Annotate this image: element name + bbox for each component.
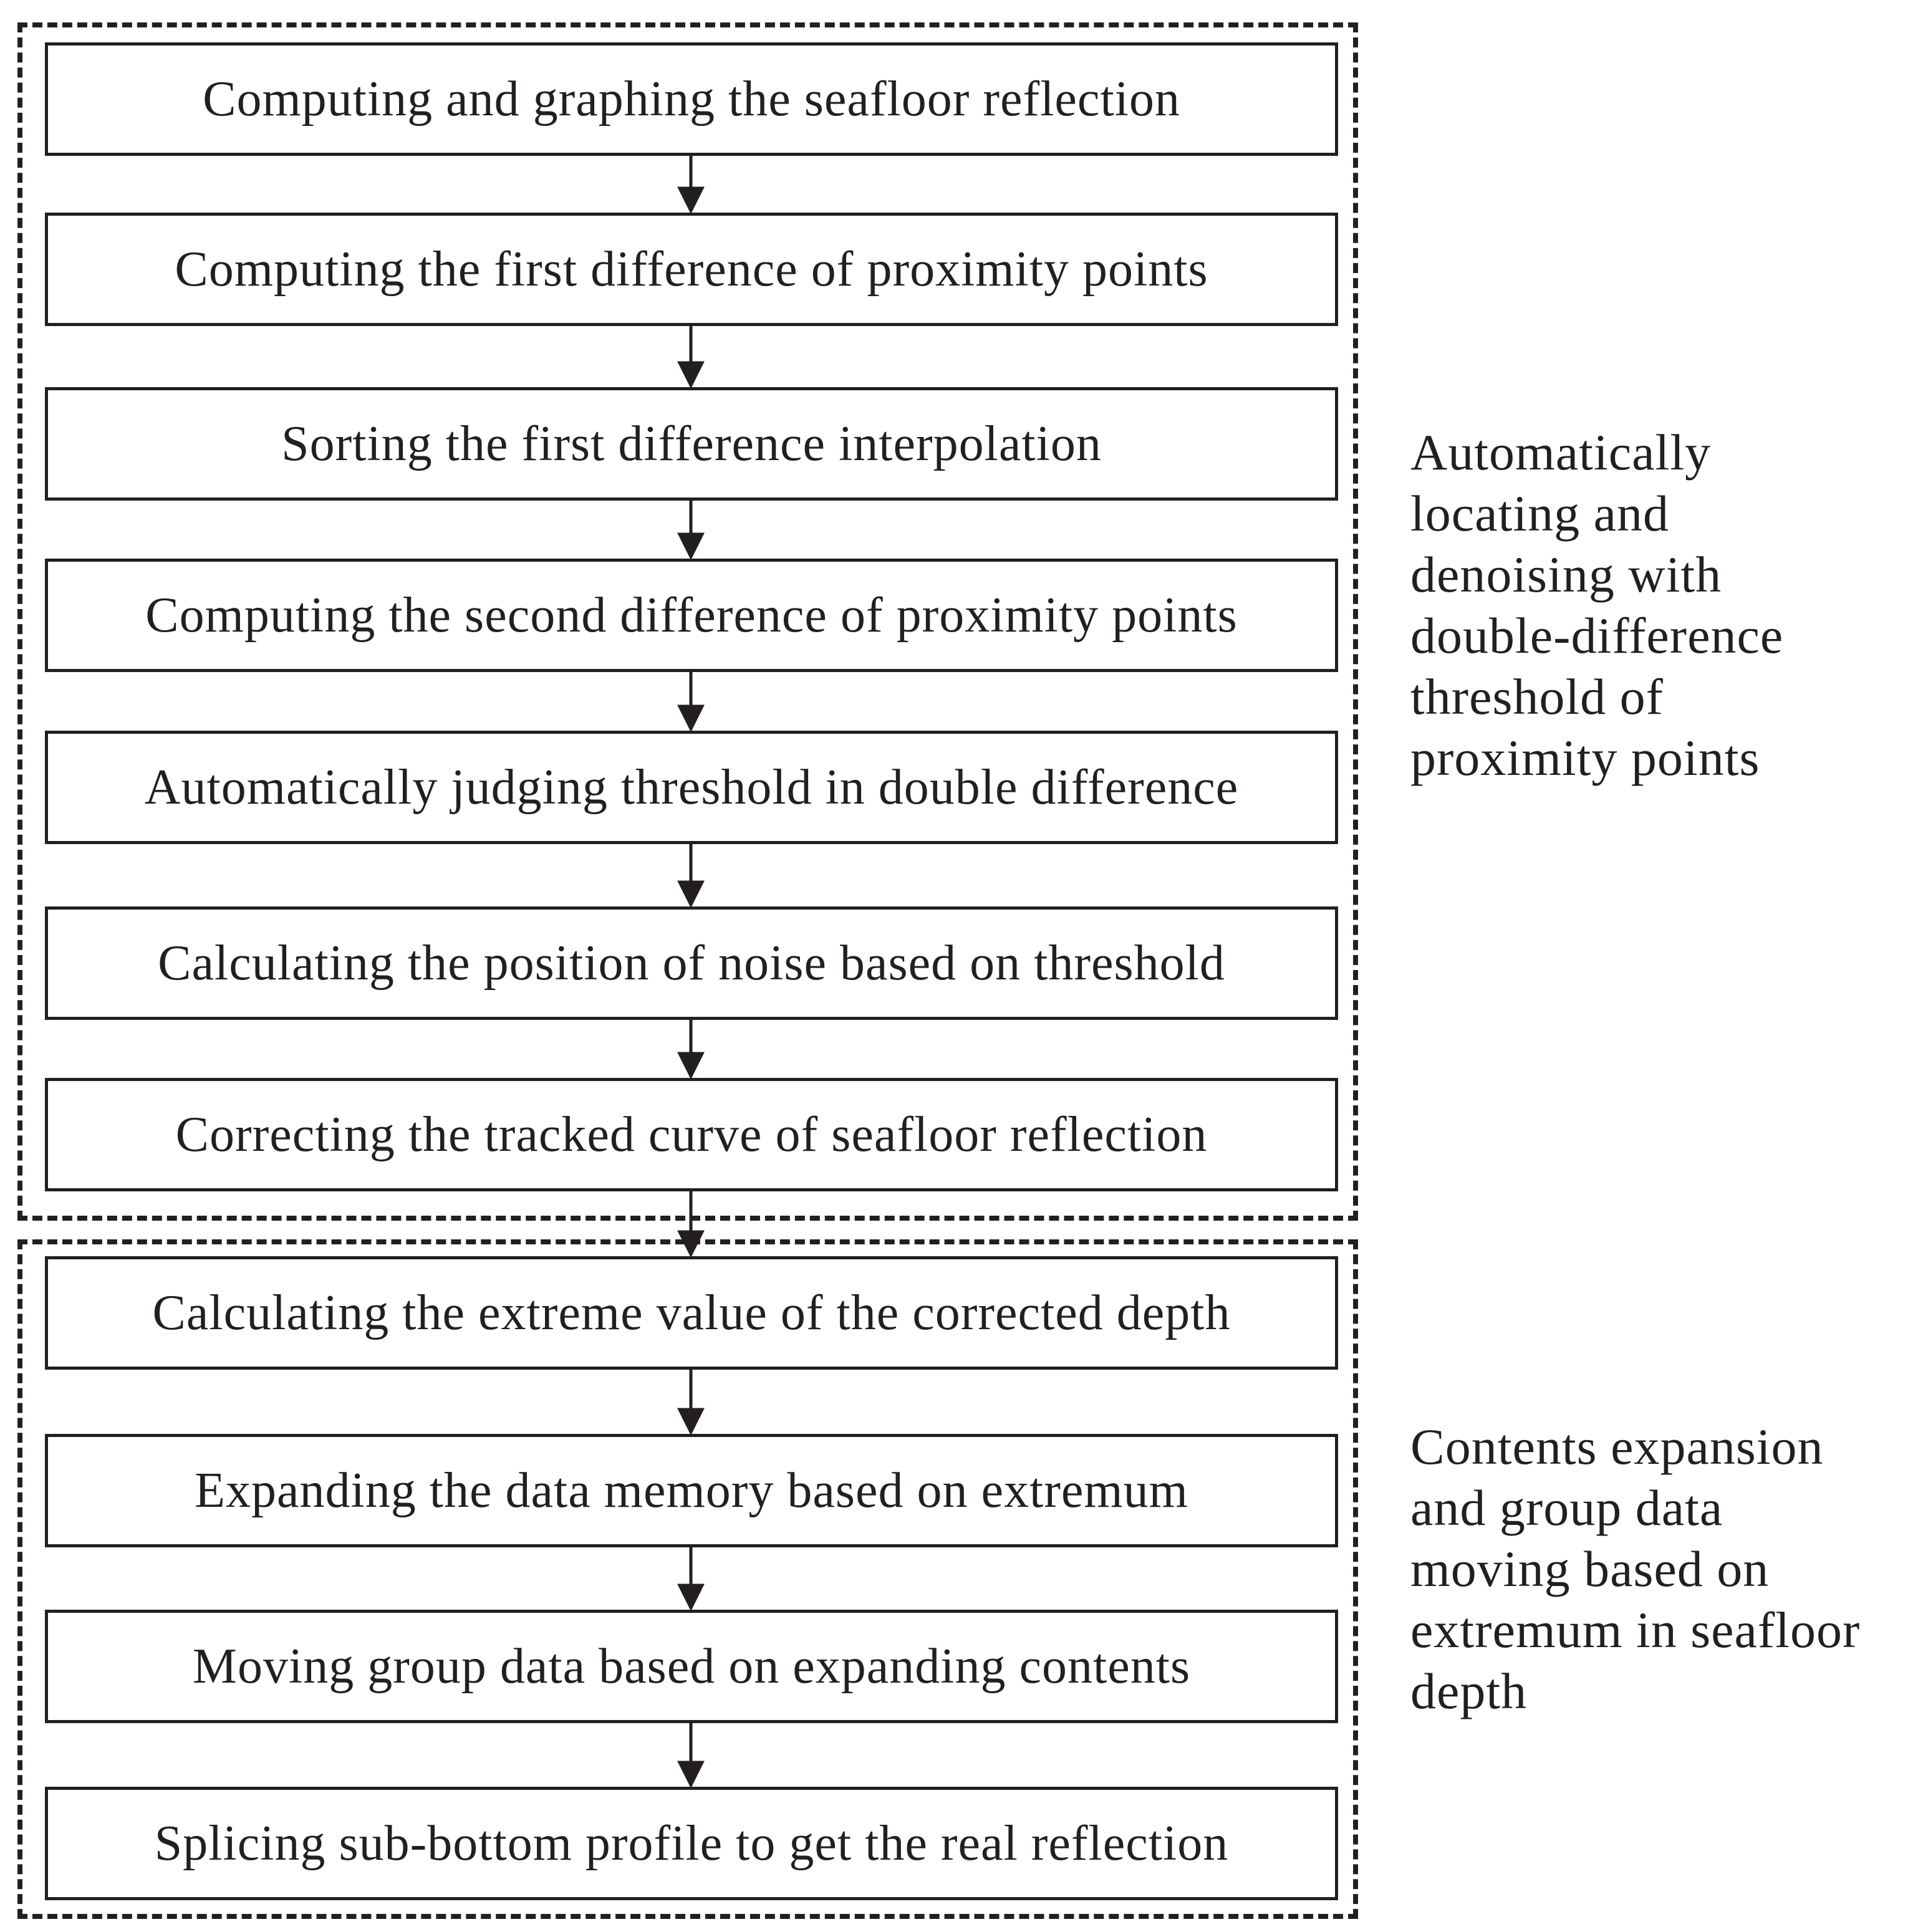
step-box-compute-graph-reflection: Computing and graphing the seafloor refl… xyxy=(45,42,1338,156)
step-box-first-difference: Computing the first difference of proxim… xyxy=(45,213,1338,326)
step-box-extreme-value: Calculating the extreme value of the cor… xyxy=(45,1256,1338,1370)
step-label: Computing the first difference of proxim… xyxy=(175,241,1208,297)
step-label: Sorting the first difference interpolati… xyxy=(281,416,1102,471)
step-label: Calculating the position of noise based … xyxy=(158,935,1225,991)
note-line: threshold of xyxy=(1410,668,1664,725)
step-box-noise-position: Calculating the position of noise based … xyxy=(45,906,1338,1020)
step-box-judge-threshold: Automatically judging threshold in doubl… xyxy=(45,731,1338,844)
note-line: extremum in seafloor xyxy=(1410,1602,1861,1658)
step-label: Expanding the data memory based on extre… xyxy=(195,1463,1188,1518)
step-label: Computing the second difference of proxi… xyxy=(145,587,1238,643)
step-box-move-group-data: Moving group data based on expanding con… xyxy=(45,1610,1338,1723)
step-label: Splicing sub-bottom profile to get the r… xyxy=(154,1815,1229,1871)
note-line: Contents expansion xyxy=(1410,1418,1824,1475)
note-line: depth xyxy=(1410,1663,1528,1719)
step-box-sort-interpolation: Sorting the first difference interpolati… xyxy=(45,387,1338,501)
step-label: Calculating the extreme value of the cor… xyxy=(152,1285,1231,1340)
step-label: Automatically judging threshold in doubl… xyxy=(144,759,1239,815)
step-label: Correcting the tracked curve of seafloor… xyxy=(175,1107,1208,1162)
note-line: proximity points xyxy=(1410,729,1760,786)
note-line: Automatically xyxy=(1410,424,1712,481)
step-label: Computing and graphing the seafloor refl… xyxy=(203,71,1180,127)
step-box-splice-profile: Splicing sub-bottom profile to get the r… xyxy=(45,1787,1338,1900)
group-note-expansion-moving: Contents expansion and group data moving… xyxy=(1410,1416,1909,1722)
note-line: denoising with xyxy=(1410,546,1722,603)
group-note-locating-denoising: Automatically locating and denoising wit… xyxy=(1410,422,1897,789)
step-box-second-difference: Computing the second difference of proxi… xyxy=(45,559,1338,672)
step-box-correct-curve: Correcting the tracked curve of seafloor… xyxy=(45,1078,1338,1191)
note-line: moving based on xyxy=(1410,1540,1770,1597)
step-box-expand-memory: Expanding the data memory based on extre… xyxy=(45,1434,1338,1547)
note-line: and group data xyxy=(1410,1479,1723,1536)
step-label: Moving group data based on expanding con… xyxy=(192,1638,1191,1694)
group-frame-locating-denoising xyxy=(17,22,1358,1221)
note-line: double-difference xyxy=(1410,607,1784,664)
note-line: locating and xyxy=(1410,485,1670,542)
